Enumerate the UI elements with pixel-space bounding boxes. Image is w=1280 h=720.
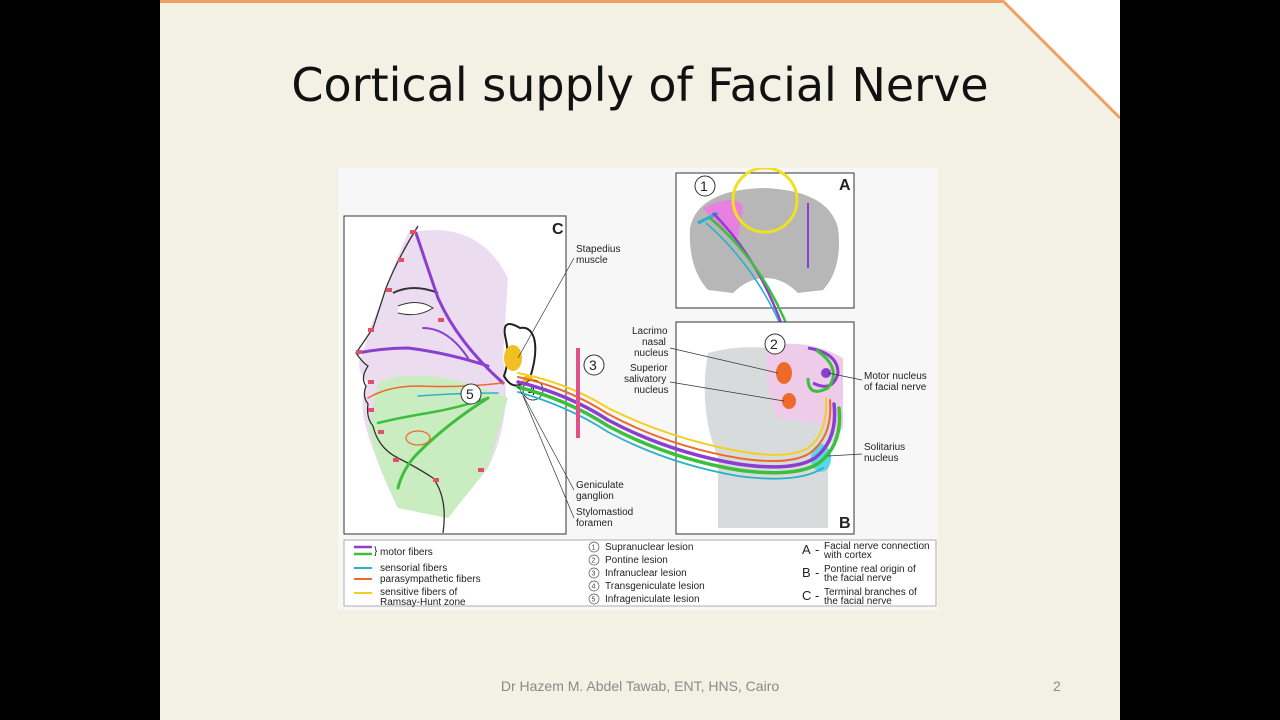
label-stapedius-1: Stapedius [576, 244, 620, 255]
svg-text:C: C [802, 588, 811, 603]
label-stylomastoid-2: foramen [576, 518, 613, 529]
facial-nerve-diagram: C 5 4 1 A [338, 168, 938, 610]
legend-lesion-4: Transgeniculate lesion [605, 581, 705, 592]
svg-text:1: 1 [592, 545, 596, 552]
lesion-marker-5: 5 [466, 386, 474, 402]
svg-text:5: 5 [592, 597, 596, 604]
legend-panel-c-2: the facial nerve [824, 596, 892, 607]
svg-text:4: 4 [592, 584, 596, 591]
svg-text:}: } [374, 546, 378, 557]
label-lacrimo-2: nasal [642, 337, 666, 348]
legend-lesion-1: Supranuclear lesion [605, 542, 693, 553]
legend-sensitive-fibers-2: Ramsay-Hunt zone [380, 597, 466, 608]
svg-text:A: A [802, 542, 811, 557]
diagram-legend: } motor fibers sensorial fibers parasymp… [343, 539, 937, 608]
panel-a-letter: A [839, 177, 851, 194]
legend-lesion-3: Infranuclear lesion [605, 568, 687, 579]
lesion-marker-2: 2 [770, 336, 778, 352]
diagram-labels: Stapedius muscle Lacrimo nasal nucleus S… [576, 244, 927, 529]
lesion-marker-1: 1 [700, 178, 708, 194]
legend-panel-c: Terminal branches of [824, 587, 917, 598]
legend-sensorial-fibers: sensorial fibers [380, 563, 447, 574]
label-solitarius-2: nucleus [864, 453, 898, 464]
svg-text:3: 3 [592, 571, 596, 578]
label-stapedius-2: muscle [576, 255, 608, 266]
legend-lesion-2: Pontine lesion [605, 555, 668, 566]
label-superior-3: nucleus [634, 385, 668, 396]
panel-b-pons: 2 B [675, 321, 855, 535]
label-geniculate-1: Geniculate [576, 480, 624, 491]
slide-title: Cortical supply of Facial Nerve [291, 58, 989, 112]
legend-panel-a-2: with cortex [823, 550, 872, 561]
legend-motor-fibers: motor fibers [380, 547, 433, 558]
legend-sensitive-fibers: sensitive fibers of [380, 587, 457, 598]
lesion-marker-3: 3 [589, 357, 597, 373]
label-solitarius-1: Solitarius [864, 442, 905, 453]
label-stylomastoid-1: Stylomastiod [576, 507, 633, 518]
svg-text:-: - [815, 565, 819, 580]
svg-text:-: - [815, 588, 819, 603]
facial-nerve-trunk [516, 372, 842, 480]
slide-footer: Dr Hazem M. Abdel Tawab, ENT, HNS, Cairo [500, 678, 780, 694]
legend-panel-b-2: the facial nerve [824, 573, 892, 584]
legend-parasympathetic-fibers: parasympathetic fibers [380, 574, 481, 585]
label-motor-2: of facial nerve [864, 382, 927, 393]
legend-panel-b: Pontine real origin of [824, 564, 916, 575]
label-lacrimo-1: Lacrimo [632, 326, 668, 337]
svg-text:-: - [815, 542, 819, 557]
svg-text:2: 2 [592, 558, 596, 565]
legend-panels: A - Facial nerve connection with cortex … [802, 541, 930, 607]
panel-b-letter: B [839, 515, 851, 532]
label-lacrimo-3: nucleus [634, 348, 668, 359]
label-motor-1: Motor nucleus [864, 371, 927, 382]
label-superior-1: Superior [630, 363, 668, 374]
slide: Cortical supply of Facial Nerve [160, 0, 1120, 720]
label-superior-2: salivatory [624, 374, 666, 385]
legend-lesion-5: Infrageniculate lesion [605, 594, 700, 605]
slide-page-number: 2 [1053, 678, 1061, 694]
label-geniculate-2: ganglion [576, 491, 614, 502]
legend-panel-a: Facial nerve connection [824, 541, 930, 552]
panel-c-face: C 5 4 [343, 215, 567, 535]
legend-lesions: 1 Supranuclear lesion 2 Pontine lesion 3… [588, 541, 705, 605]
infranuclear-lesion-bar [576, 348, 580, 438]
panel-c-letter: C [552, 221, 564, 238]
svg-text:B: B [802, 565, 811, 580]
